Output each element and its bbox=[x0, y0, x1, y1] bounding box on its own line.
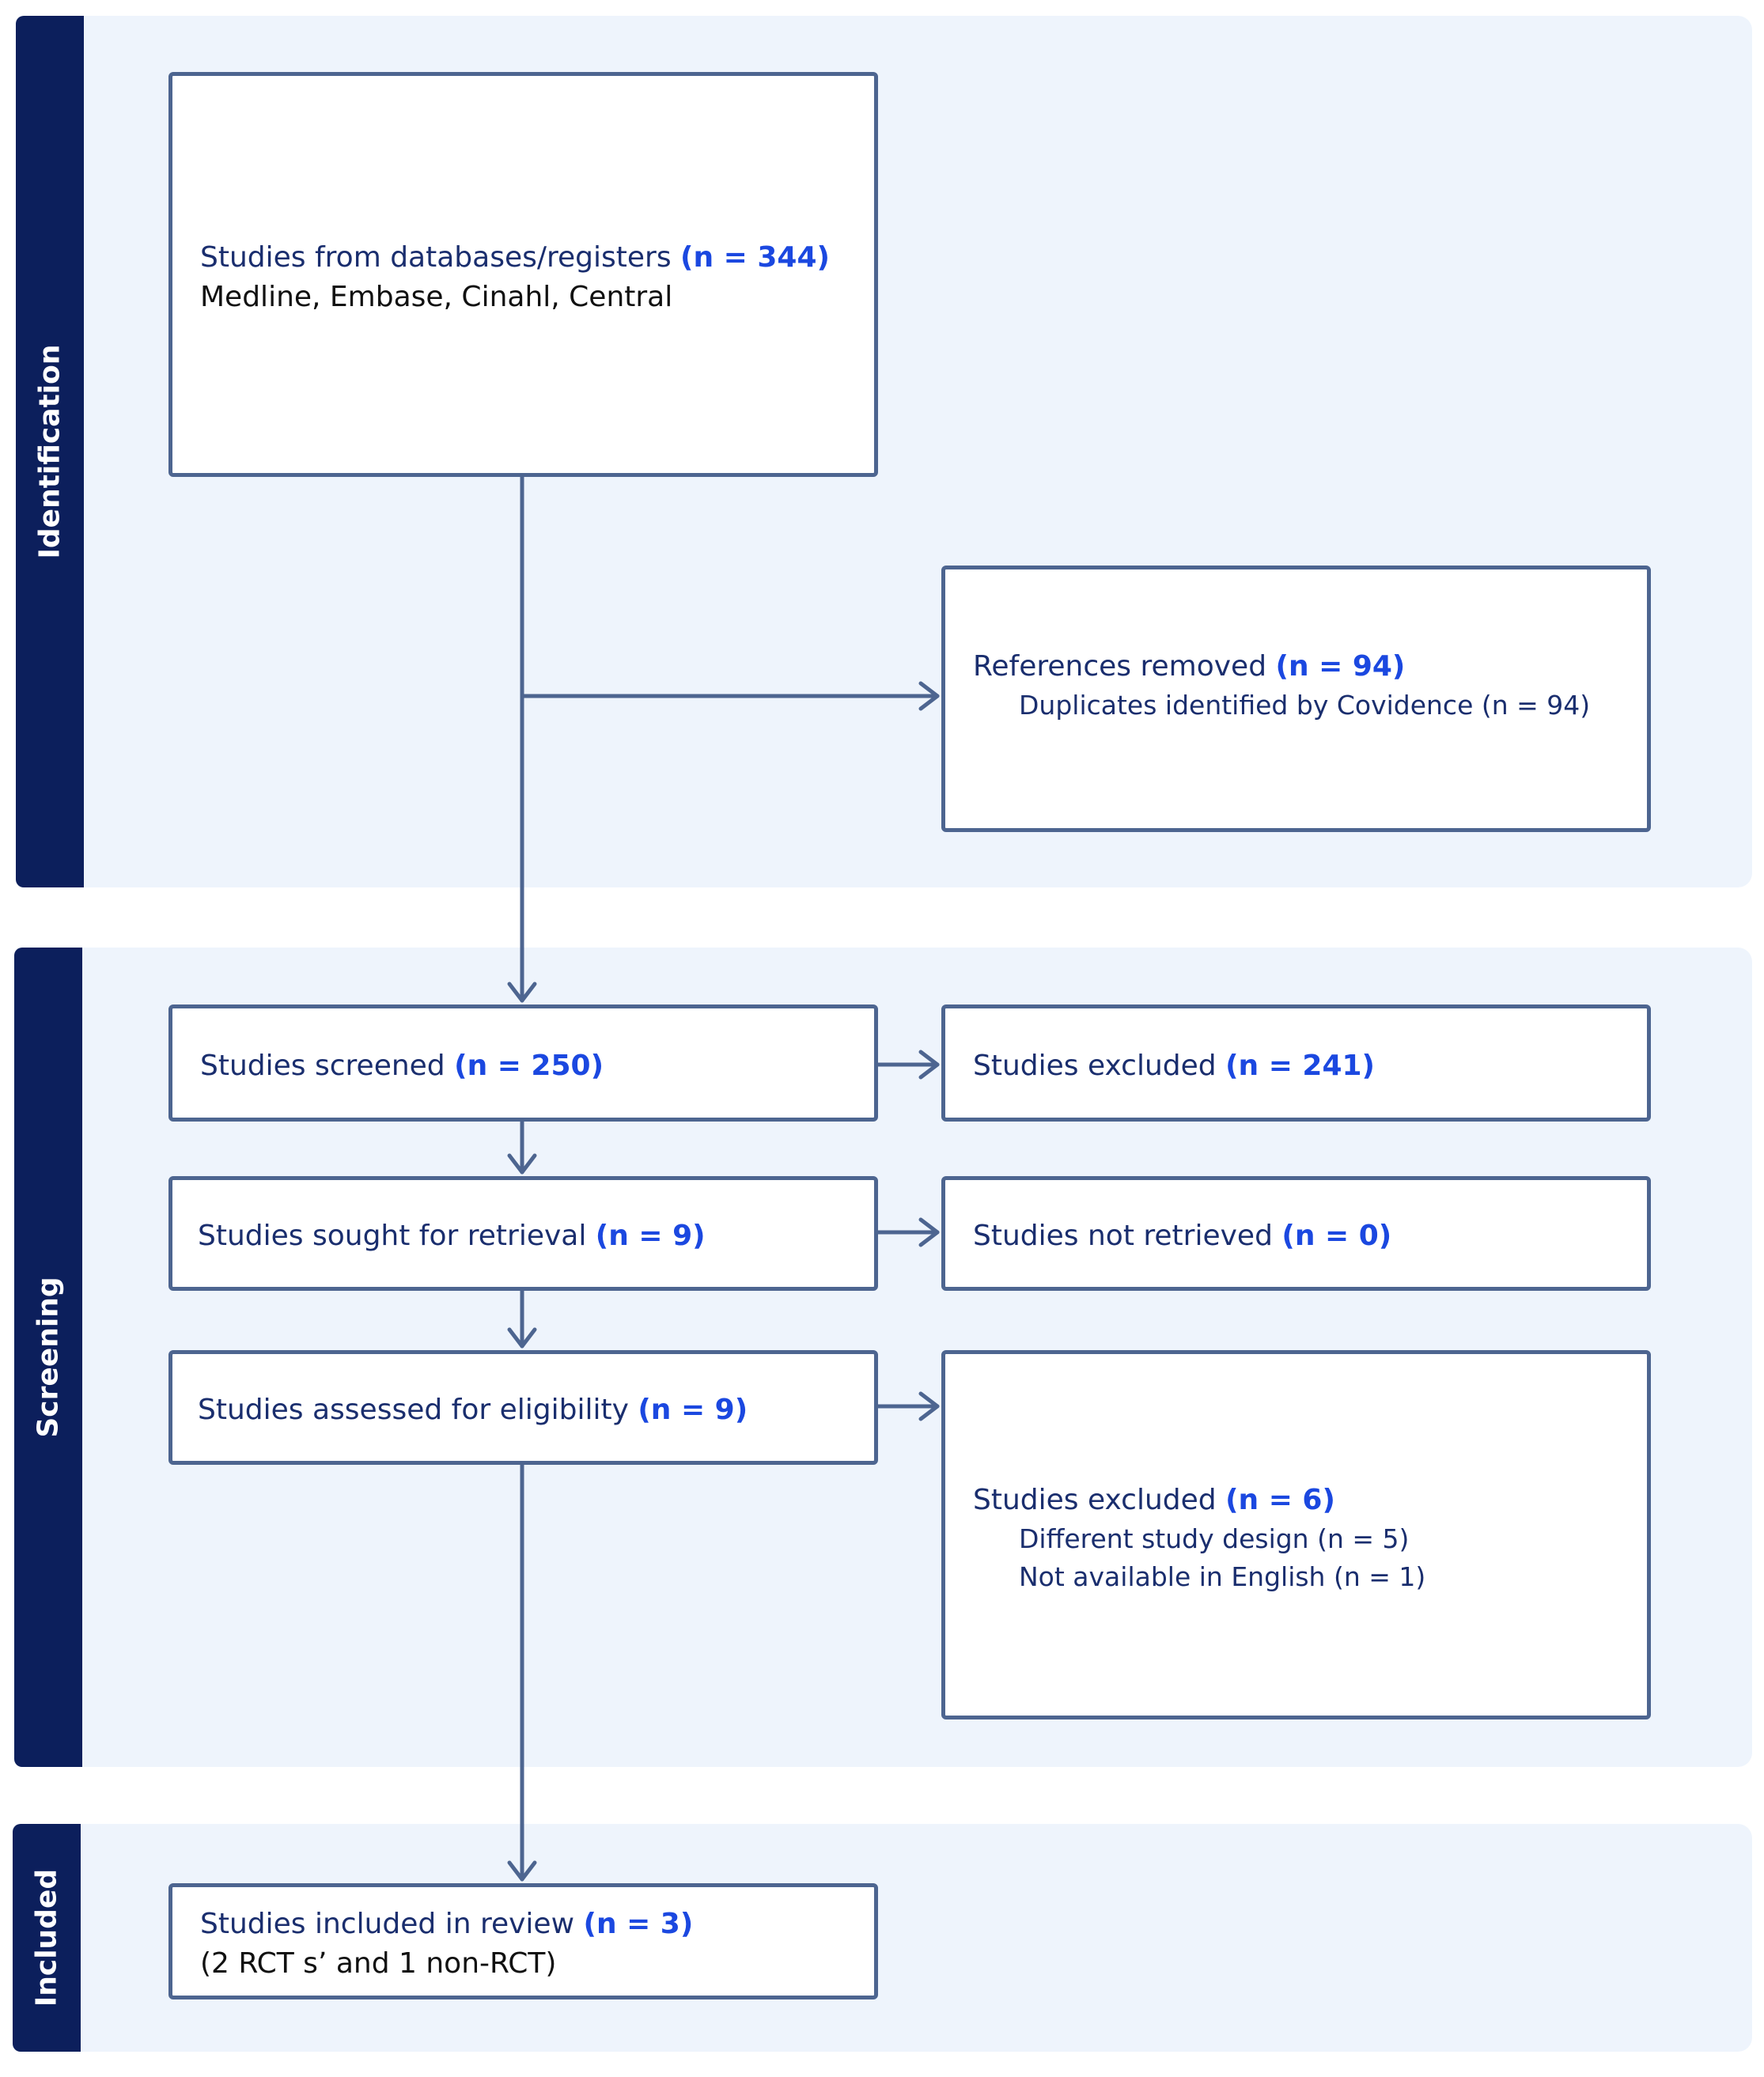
exclusion-reason-design: Different study design (n = 5) bbox=[1019, 1523, 1410, 1554]
excluded-eligibility-title: Studies excluded (n = 6) bbox=[973, 1484, 1335, 1516]
arrowhead-to-excluded-eligibility bbox=[918, 1391, 940, 1421]
not-retrieved-title: Studies not retrieved (n = 0) bbox=[973, 1220, 1392, 1252]
arrowhead-to-not-retrieved bbox=[918, 1217, 940, 1247]
excluded-screening-box: Studies excluded (n = 241) bbox=[941, 1004, 1651, 1122]
included-box: Studies included in review (n = 3) (2 RC… bbox=[168, 1883, 878, 1999]
included-title: Studies included in review (n = 3) bbox=[200, 1908, 694, 1940]
databases-count: (n = 344) bbox=[680, 241, 830, 274]
assessed-count: (n = 9) bbox=[638, 1394, 748, 1426]
included-detail: (2 RCT s’ and 1 non-RCT) bbox=[200, 1947, 557, 1980]
excluded-eligibility-box: Studies excluded (n = 6) Different study… bbox=[941, 1350, 1651, 1719]
arrowhead-to-assessed bbox=[507, 1327, 537, 1349]
databases-title: Studies from databases/registers (n = 34… bbox=[200, 241, 830, 274]
databases-sources: Medline, Embase, Cinahl, Central bbox=[200, 281, 673, 313]
sought-title: Studies sought for retrieval (n = 9) bbox=[198, 1220, 706, 1252]
arrowhead-to-removed bbox=[918, 681, 940, 711]
assessed-title: Studies assessed for eligibility (n = 9) bbox=[198, 1394, 748, 1426]
arrowhead-to-excluded bbox=[918, 1050, 940, 1080]
sought-box: Studies sought for retrieval (n = 9) bbox=[168, 1176, 878, 1291]
exclusion-reason-language: Not available in English (n = 1) bbox=[1019, 1561, 1426, 1592]
screened-title: Studies screened (n = 250) bbox=[200, 1050, 604, 1082]
arrowhead-to-screened bbox=[507, 982, 537, 1003]
duplicates-line: Duplicates identified by Covidence (n = … bbox=[1019, 690, 1591, 721]
excluded-screening-count: (n = 241) bbox=[1225, 1050, 1376, 1082]
databases-box: Studies from databases/registers (n = 34… bbox=[168, 72, 878, 477]
screening-tab bbox=[14, 948, 82, 1767]
screened-count: (n = 250) bbox=[454, 1050, 604, 1082]
assessed-box: Studies assessed for eligibility (n = 9) bbox=[168, 1350, 878, 1465]
arrowhead-to-sought bbox=[507, 1153, 537, 1175]
not-retrieved-box: Studies not retrieved (n = 0) bbox=[941, 1176, 1651, 1291]
excluded-screening-title: Studies excluded (n = 241) bbox=[973, 1050, 1376, 1082]
included-tab bbox=[13, 1824, 81, 2052]
arrowhead-to-included bbox=[507, 1860, 537, 1882]
sought-count: (n = 9) bbox=[595, 1220, 706, 1252]
excluded-eligibility-count: (n = 6) bbox=[1225, 1484, 1335, 1516]
removed-title: References removed (n = 94) bbox=[973, 650, 1406, 683]
references-removed-box: References removed (n = 94) Duplicates i… bbox=[941, 566, 1651, 832]
identification-tab bbox=[16, 16, 84, 887]
included-count: (n = 3) bbox=[583, 1908, 694, 1940]
removed-count: (n = 94) bbox=[1275, 650, 1406, 683]
screened-box: Studies screened (n = 250) bbox=[168, 1004, 878, 1122]
not-retrieved-count: (n = 0) bbox=[1281, 1220, 1392, 1252]
